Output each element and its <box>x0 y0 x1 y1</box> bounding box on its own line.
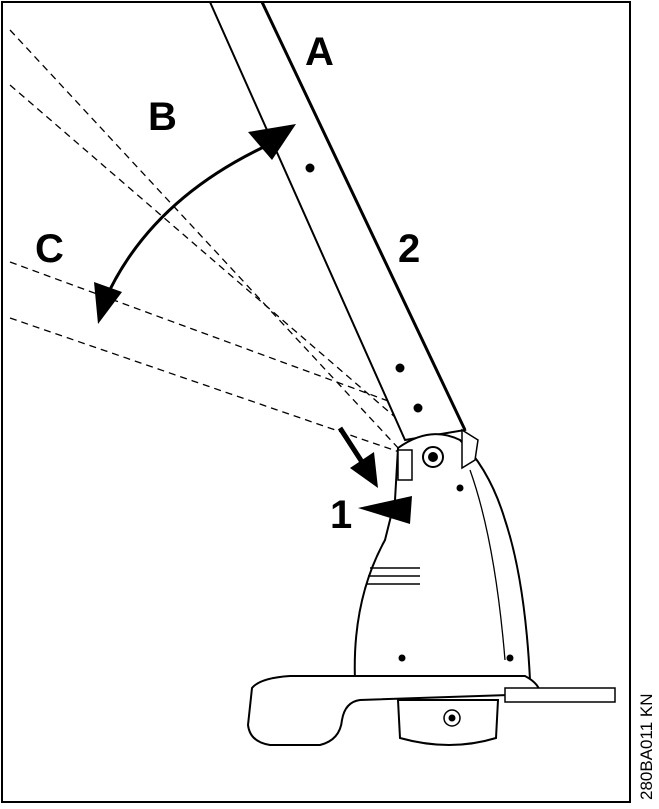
shaft-screw-middle <box>395 363 405 373</box>
housing-screw-right <box>456 484 464 492</box>
trimmer-base <box>246 675 616 746</box>
label-b: B <box>148 95 177 139</box>
item-1-leader <box>358 496 412 524</box>
latch-tab <box>461 428 479 470</box>
arrow-head-down <box>94 282 122 324</box>
adjustment-arrow <box>94 124 296 324</box>
dashed-line-b-lower <box>9 84 411 431</box>
release-latch <box>397 449 413 481</box>
motor-housing <box>353 428 532 681</box>
spool-bolt-center <box>448 714 456 722</box>
shaft-screw-bottom <box>413 403 423 413</box>
shaft-screw-top <box>305 163 315 173</box>
handle-shaft <box>208 1 467 442</box>
label-1: 1 <box>330 493 352 537</box>
latch-pointer-arrow <box>337 426 378 488</box>
dashed-line-c-upper <box>9 261 441 421</box>
arrow-head-up <box>248 124 296 160</box>
label-c: C <box>35 227 64 271</box>
figure-code: 280BA011 KN <box>637 694 656 800</box>
diagram-border <box>1 1 631 803</box>
debris-guard <box>246 675 542 746</box>
housing-screw-left <box>398 654 406 662</box>
housing-screw-lower-right <box>506 654 514 662</box>
pivot-bolt-center <box>428 452 438 462</box>
label-2: 2 <box>398 227 420 271</box>
label-a: A <box>305 30 334 74</box>
base-plate <box>504 687 616 703</box>
